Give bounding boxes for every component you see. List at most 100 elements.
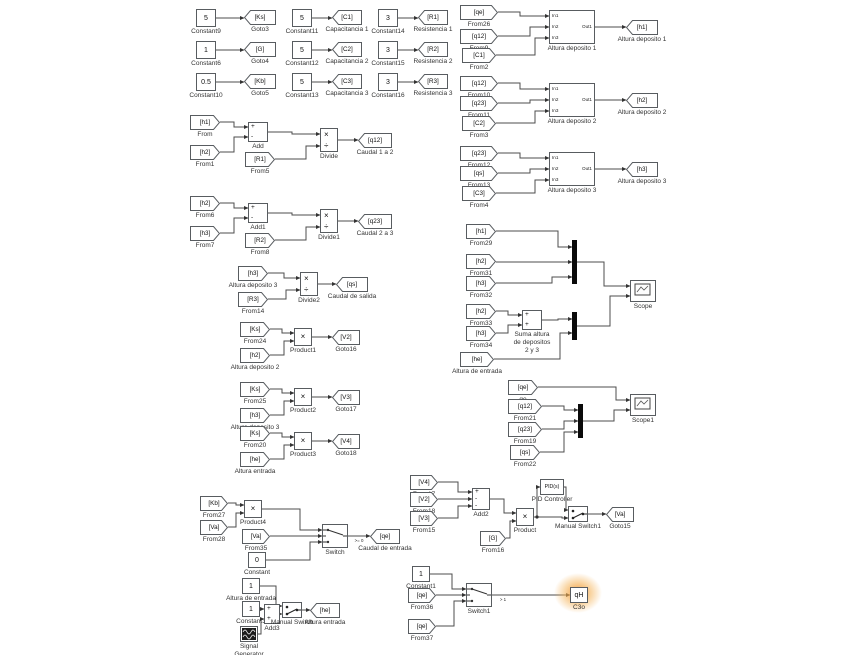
from-tag-from10[interactable]: [q12] bbox=[460, 76, 498, 91]
scope-block-scope1[interactable] bbox=[630, 394, 656, 416]
from-tag-from25[interactable]: [Ks] bbox=[240, 382, 270, 397]
constant-block-constant15[interactable]: 3 bbox=[378, 41, 398, 59]
goto-tag-resistencia1[interactable]: [R1] bbox=[418, 10, 448, 25]
wire[interactable] bbox=[438, 504, 473, 519]
wire[interactable] bbox=[275, 225, 321, 241]
goto-tag-goto4[interactable]: [G] bbox=[244, 42, 276, 57]
from-tag-from18[interactable]: [V2] bbox=[410, 492, 438, 507]
from-tag-from4[interactable]: [C3] bbox=[462, 186, 496, 201]
wire[interactable] bbox=[438, 481, 473, 494]
from-tag-from17[interactable]: [V4] bbox=[410, 475, 438, 490]
constant-block-constant13[interactable]: 5 bbox=[292, 73, 312, 91]
wire[interactable] bbox=[496, 36, 550, 56]
wire[interactable] bbox=[220, 135, 249, 153]
constant-block-constant10[interactable]: 0.5 bbox=[196, 73, 216, 91]
from-tag-from13[interactable]: [qs] bbox=[460, 166, 498, 181]
sum-block-add1[interactable]: +- bbox=[248, 203, 268, 223]
from-tag-from34[interactable]: [h3] bbox=[466, 326, 496, 341]
goto-tag-goto-he[interactable]: [he] bbox=[310, 603, 340, 618]
wire[interactable] bbox=[260, 585, 283, 608]
wire[interactable] bbox=[268, 288, 301, 300]
goto-tag-goto-h2[interactable]: [h2] bbox=[626, 93, 658, 108]
from-tag-from26[interactable]: [qe] bbox=[460, 5, 498, 20]
wire[interactable] bbox=[436, 599, 467, 627]
from-tag-from35[interactable]: [Va] bbox=[242, 529, 270, 544]
manual-switch-block-manual-switch[interactable] bbox=[282, 602, 302, 618]
from-tag-from-qe2[interactable]: [qe] bbox=[508, 380, 538, 395]
constant-block-constant1[interactable]: 1 bbox=[412, 566, 430, 582]
from-tag-from6[interactable]: [h2] bbox=[190, 196, 220, 211]
from-tag-from-he2[interactable]: [he] bbox=[460, 352, 494, 367]
from-tag-from14[interactable]: [R3] bbox=[238, 292, 268, 307]
from-tag-from5[interactable]: [R1] bbox=[245, 152, 275, 167]
constant-block-constant0[interactable]: 0 bbox=[248, 552, 266, 568]
from-tag-from21[interactable]: [q12] bbox=[508, 399, 542, 414]
from-tag-from11[interactable]: [q23] bbox=[460, 96, 498, 111]
from-tag-from22[interactable]: [qs] bbox=[510, 445, 540, 460]
from-tag-from1[interactable]: [h2] bbox=[190, 145, 220, 160]
wire[interactable] bbox=[498, 152, 550, 160]
wire[interactable] bbox=[262, 508, 323, 532]
goto-tag-capacitancia1[interactable]: [C1] bbox=[332, 10, 362, 25]
divide-block-divide[interactable]: ×÷ bbox=[320, 128, 338, 152]
from-tag-from31[interactable]: [h2] bbox=[466, 254, 496, 269]
from-tag-from33[interactable]: [h2] bbox=[466, 304, 496, 319]
wire[interactable] bbox=[490, 498, 517, 515]
wire[interactable] bbox=[496, 230, 573, 249]
wire[interactable] bbox=[498, 11, 550, 18]
constant-block-constant16[interactable]: 3 bbox=[378, 73, 398, 91]
goto-tag-resistencia3[interactable]: [R3] bbox=[418, 74, 448, 89]
sum-block-add2[interactable]: +-- bbox=[472, 488, 490, 510]
wire[interactable] bbox=[270, 432, 295, 439]
highlighted-block-c3o[interactable]: qH bbox=[570, 587, 588, 603]
wire[interactable] bbox=[577, 261, 631, 288]
from-tag-from2[interactable]: [C1] bbox=[462, 48, 496, 63]
wire[interactable] bbox=[537, 516, 569, 520]
goto-tag-goto16[interactable]: [V2] bbox=[332, 330, 360, 345]
constant-block-constant14[interactable]: 3 bbox=[378, 9, 398, 27]
from-tag-from0[interactable]: [h1] bbox=[190, 115, 220, 130]
from-tag-from19[interactable]: [q23] bbox=[508, 422, 542, 437]
wire[interactable] bbox=[270, 399, 295, 416]
wire[interactable] bbox=[266, 540, 323, 561]
wire[interactable] bbox=[496, 275, 573, 284]
goto-tag-capacitancia2[interactable]: [C2] bbox=[332, 42, 362, 57]
from-tag-from12[interactable]: [q23] bbox=[460, 146, 498, 161]
wire[interactable] bbox=[540, 430, 579, 453]
mux-bar-mux1[interactable] bbox=[572, 240, 577, 284]
from-tag-from32[interactable]: [h3] bbox=[466, 276, 496, 291]
mux-bar-mux2[interactable] bbox=[572, 312, 577, 340]
switch-block-switch[interactable]: >= 0 bbox=[322, 524, 363, 548]
wire[interactable] bbox=[430, 573, 467, 591]
goto-tag-goto-qe[interactable]: [qe] bbox=[370, 529, 400, 544]
wire[interactable] bbox=[496, 109, 550, 124]
from-tag-from3[interactable]: [C2] bbox=[462, 116, 496, 131]
wire[interactable] bbox=[220, 202, 249, 210]
from-tag-from-ad3[interactable]: [h3] bbox=[238, 266, 268, 281]
from-tag-from37[interactable]: [qe] bbox=[408, 619, 436, 634]
wire[interactable] bbox=[228, 502, 245, 507]
from-tag-from8[interactable]: [R2] bbox=[245, 233, 275, 248]
sum-block-add3[interactable]: ++ bbox=[264, 604, 280, 624]
constant-block-constant11[interactable]: 5 bbox=[292, 9, 312, 27]
wire[interactable] bbox=[220, 216, 249, 234]
goto-tag-goto-h3[interactable]: [h3] bbox=[626, 162, 658, 177]
wire[interactable] bbox=[496, 178, 550, 194]
wire[interactable] bbox=[538, 386, 631, 402]
wire[interactable] bbox=[270, 339, 295, 356]
product-block-product5[interactable]: × bbox=[516, 508, 534, 526]
goto-tag-goto-q12[interactable]: [q12] bbox=[358, 133, 392, 148]
wire[interactable] bbox=[542, 317, 573, 321]
sum-block-suma[interactable]: ++ bbox=[522, 310, 542, 330]
divide-block-divide1[interactable]: ×÷ bbox=[320, 209, 338, 233]
from-tag-from16[interactable]: [G] bbox=[480, 531, 506, 546]
from-tag-from24[interactable]: [Ks] bbox=[240, 322, 270, 337]
signal-generator-block[interactable] bbox=[240, 626, 258, 642]
mux-bar-mux3[interactable] bbox=[578, 404, 583, 438]
from-tag-from27[interactable]: [Kb] bbox=[200, 496, 228, 511]
wire[interactable] bbox=[228, 511, 245, 528]
wire[interactable] bbox=[498, 167, 550, 174]
wire[interactable] bbox=[542, 405, 579, 412]
